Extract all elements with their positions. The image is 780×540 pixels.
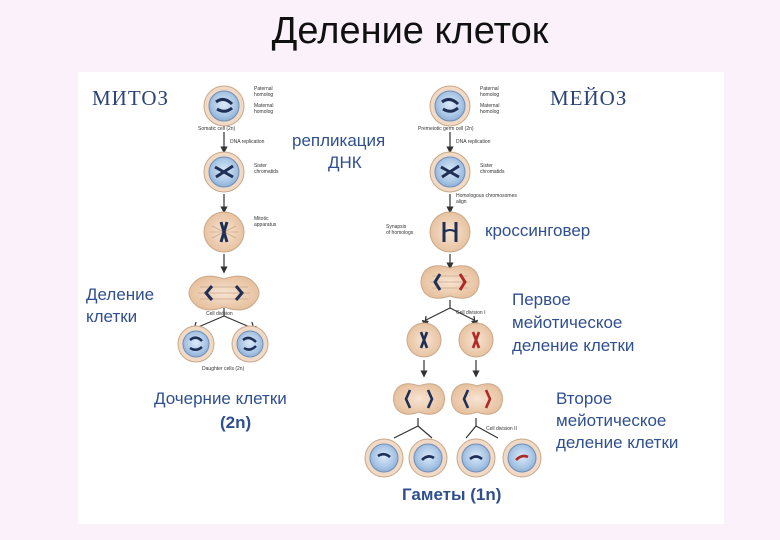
cell-division-1-label: Cell division I xyxy=(456,310,485,316)
synapsis-label-1: Synapsis xyxy=(386,224,407,230)
meiosis-dividing-cell xyxy=(420,265,480,299)
maternal-label-1: Maternal xyxy=(254,103,273,109)
replication-label-2: ДНК xyxy=(328,153,362,172)
gamete-1 xyxy=(364,438,404,478)
germ-cell xyxy=(429,85,471,127)
second-division-label-3: деление клетки xyxy=(556,433,678,452)
meiosis-paternal-2: homolog xyxy=(480,92,499,98)
cell-division-label: Cell division xyxy=(206,311,233,317)
meiosis-sister-1: Sister xyxy=(480,163,493,169)
mitotic-label-2: apparatus xyxy=(254,222,277,228)
sister-label-1: Sister xyxy=(254,163,267,169)
somatic-cell xyxy=(203,85,245,127)
gametes-label: Гаметы (1n) xyxy=(402,485,501,504)
gamete-4 xyxy=(502,438,542,478)
first-division-label-1: Первое xyxy=(512,290,571,309)
meiosis-dna-label: DNA replication xyxy=(456,139,491,145)
germ-label: Premeiotic germ cell (2n) xyxy=(418,126,474,132)
division-label-2: клетки xyxy=(86,307,137,326)
meiosis2-left-cell xyxy=(393,383,445,415)
slide-title: Деление клеток xyxy=(271,10,549,52)
dividing-cell xyxy=(188,275,260,311)
maternal-label-2: homolog xyxy=(254,109,273,115)
meiosis2-right-cell xyxy=(451,383,503,415)
paternal-label-1: Paternal xyxy=(254,86,273,92)
meiosis-maternal-1: Maternal xyxy=(480,103,499,109)
meiosis1-left-cell xyxy=(406,322,442,358)
first-division-label-2: мейотическое xyxy=(512,313,622,332)
daughter-label-2: (2n) xyxy=(220,413,251,432)
gamete-2 xyxy=(408,438,448,478)
meiosis-heading: МЕЙОЗ xyxy=(550,86,627,110)
cell-division-diagram: МИТОЗ Paternal homolog Maternal homolog … xyxy=(86,85,678,504)
synapsis-label-2: of homologs xyxy=(386,230,414,236)
daughter-cell-left xyxy=(177,325,215,363)
paternal-label-2: homolog xyxy=(254,92,273,98)
dna-replication-label: DNA replication xyxy=(230,139,265,145)
chromosome-icon xyxy=(216,106,233,113)
meiosis-paternal-1: Paternal xyxy=(480,86,499,92)
chromatid-icon xyxy=(214,164,234,179)
cell-division-2-label: Cell division II xyxy=(486,426,517,432)
align-label-2: align xyxy=(456,199,467,205)
daughter-cell-right xyxy=(231,325,269,363)
somatic-label: Somatic cell (2n) xyxy=(198,126,236,132)
meiosis1-right-cell xyxy=(458,322,494,358)
sister-label-2: chromatids xyxy=(254,169,279,175)
replication-label-1: репликация xyxy=(292,131,385,150)
second-division-label-1: Второе xyxy=(556,389,612,408)
gamete-3 xyxy=(456,438,496,478)
second-division-label-2: мейотическое xyxy=(556,411,666,430)
crossing-over-label: кроссинговер xyxy=(485,221,590,240)
chromosome-icon xyxy=(219,221,229,243)
align-label-1: Homologous chromosomes xyxy=(456,193,517,199)
diagram-panel: МИТОЗ Paternal homolog Maternal homolog … xyxy=(78,72,724,524)
meiosis-maternal-2: homolog xyxy=(480,109,499,115)
division-label-1: Деление xyxy=(86,285,154,304)
synapsis-cell xyxy=(429,211,471,253)
chromosome-icon xyxy=(215,97,234,106)
daughter-small-label: Daughter cells (2n) xyxy=(202,366,245,372)
mitotic-label-1: Mitotic xyxy=(254,216,269,222)
daughter-label-1: Дочерние клетки xyxy=(154,389,287,408)
replicated-cell xyxy=(203,151,245,193)
mitotic-cell xyxy=(203,211,245,253)
mitosis-heading: МИТОЗ xyxy=(92,86,169,110)
meiosis-replicated-cell xyxy=(429,151,471,193)
first-division-label-3: деление клетки xyxy=(512,336,634,355)
meiosis-sister-2: chromatids xyxy=(480,169,505,175)
